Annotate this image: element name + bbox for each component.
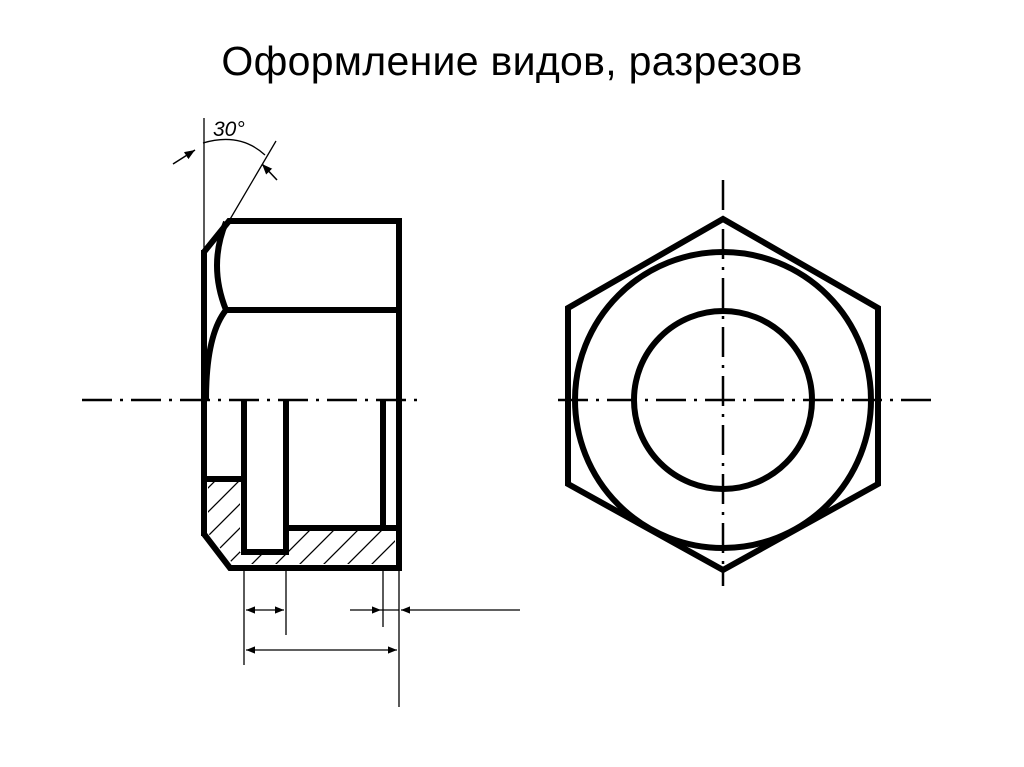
hexagon-outline [565,215,881,574]
side-view: 30° [82,118,520,707]
angle-annotation: 30° [172,118,278,256]
section-contour [204,400,399,555]
outer-contour [201,218,402,571]
slide-title: Оформление видов, разрезов [221,38,803,84]
top-view [558,180,935,586]
dimension-lines [243,568,520,707]
section-hatching [208,482,395,564]
angle-label: 30° [213,118,245,141]
